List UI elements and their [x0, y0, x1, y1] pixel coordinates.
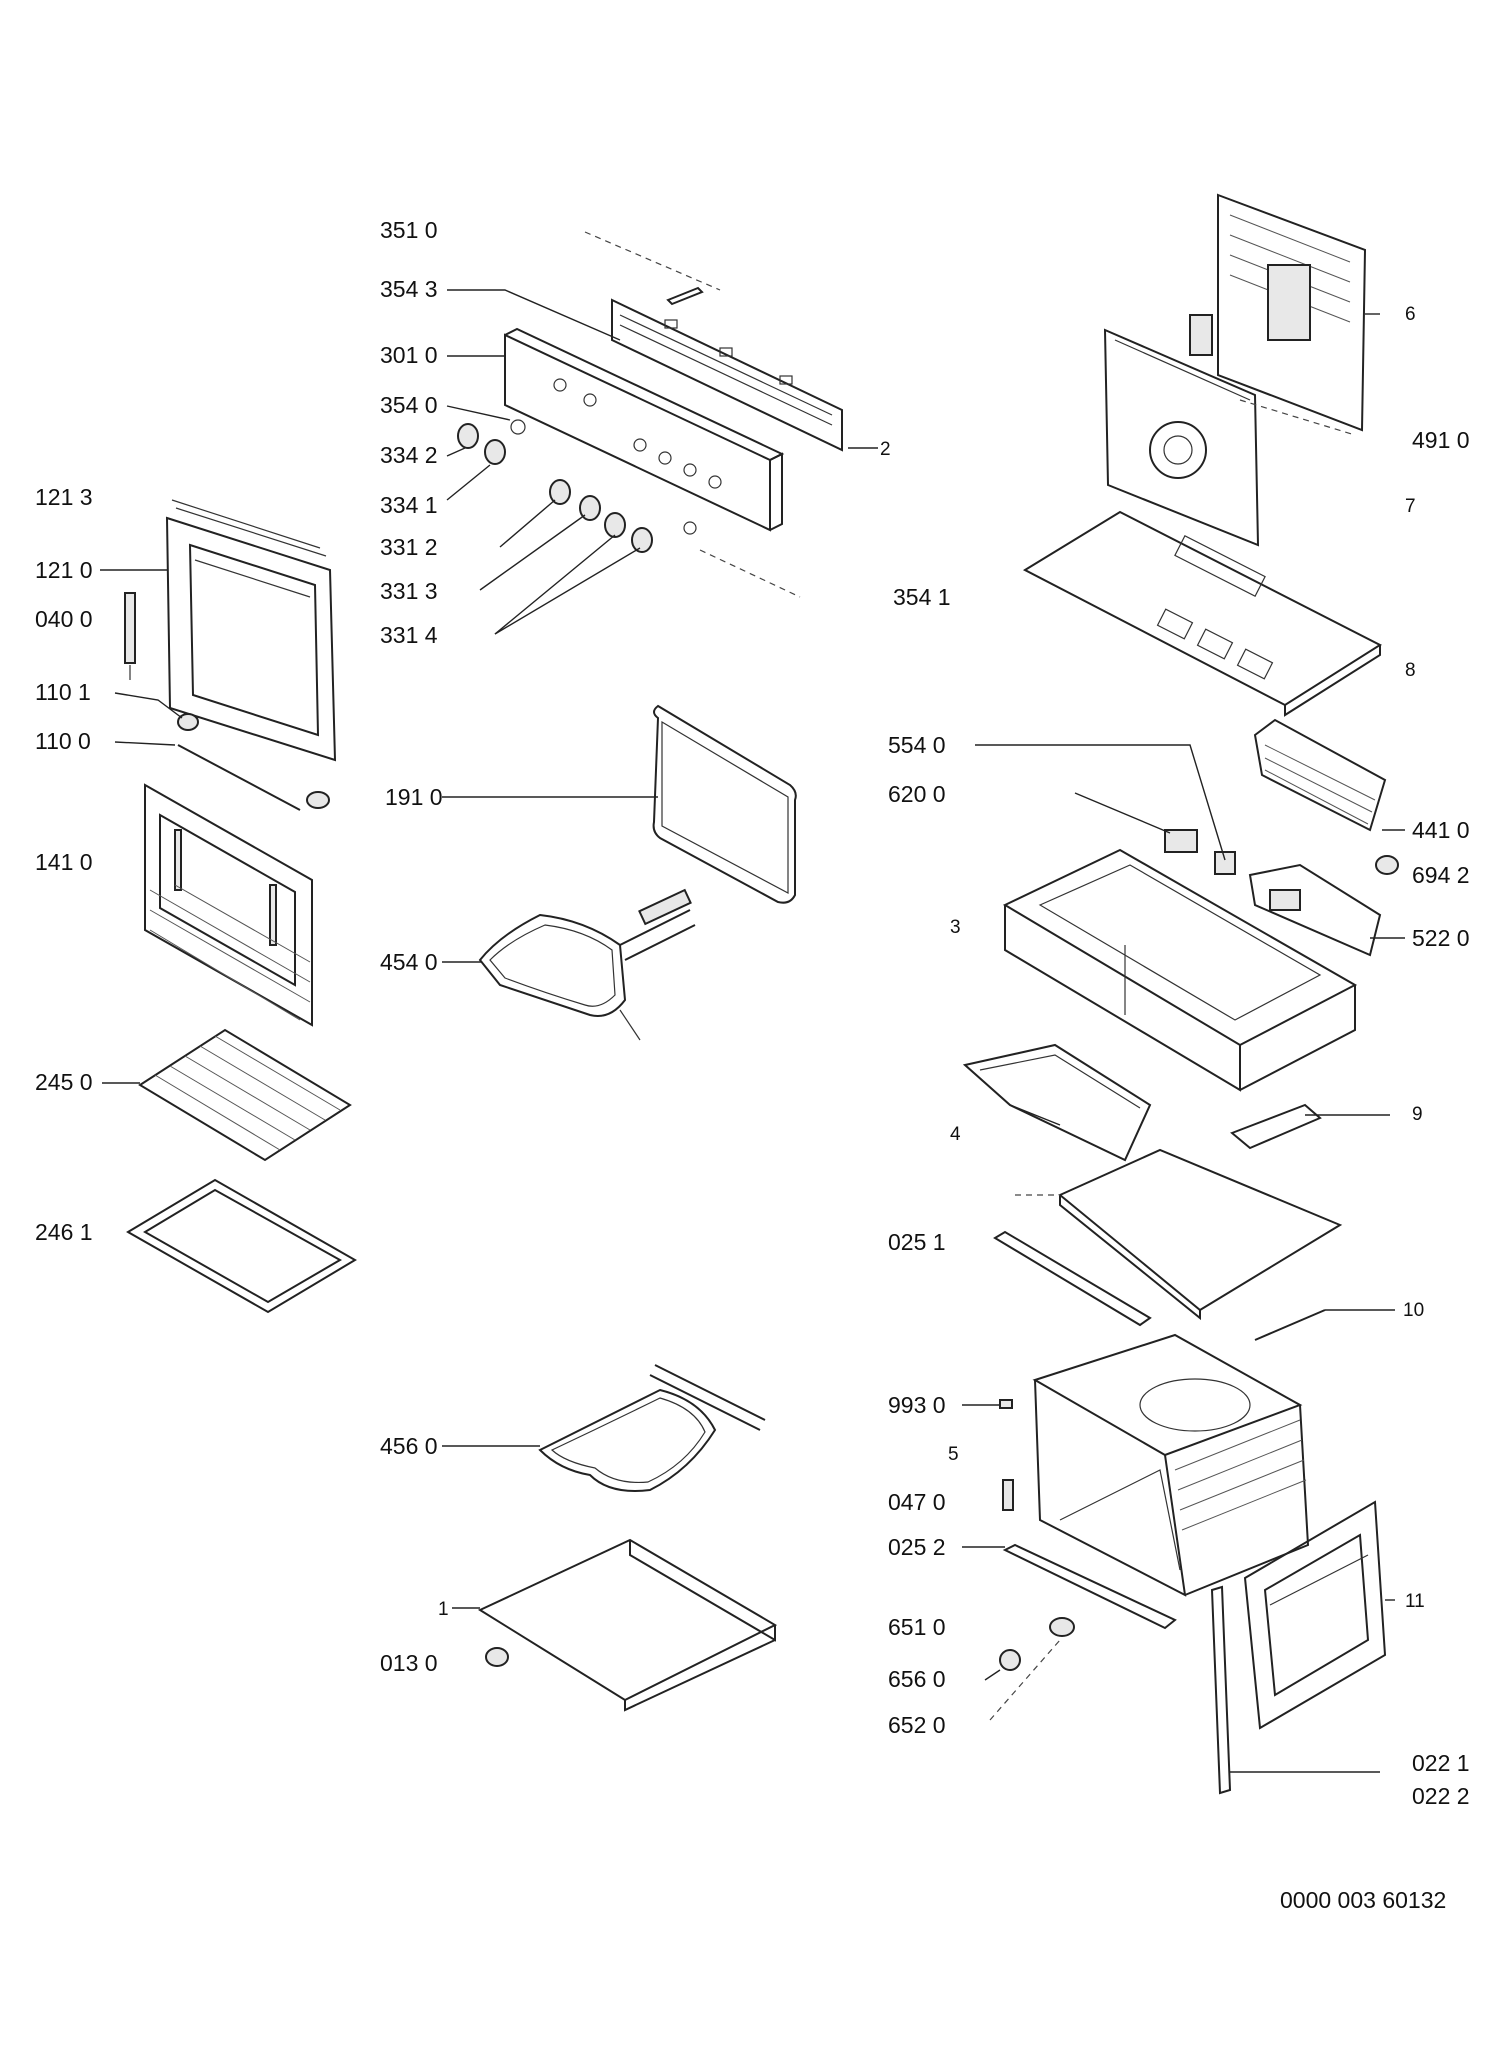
- part-354-3-panel-rear: [611, 298, 843, 452]
- part-246-1-baking-tray: [126, 1178, 357, 1314]
- label-351-0: 351 0: [380, 217, 438, 243]
- document-number: 0000 003 60132: [1280, 1887, 1446, 1913]
- part-10-rod: [1254, 1309, 1326, 1341]
- door-group: [124, 499, 357, 1314]
- label-651-0: 651 0: [888, 1614, 946, 1640]
- labels: 351 0 354 3 301 0 354 0 334 2 334 1 331 …: [35, 217, 1470, 1913]
- label-331-4: 331 4: [380, 622, 438, 648]
- label-441-0: 441 0: [1412, 817, 1470, 843]
- label-1: 1: [438, 1599, 449, 1620]
- label-246-1: 246 1: [35, 1219, 93, 1245]
- part-9-cover-small: [1230, 1103, 1322, 1150]
- label-245-0: 245 0: [35, 1069, 93, 1095]
- part-040-0-hinge: [124, 592, 136, 680]
- label-331-2: 331 2: [380, 534, 438, 560]
- label-013-0: 013 0: [380, 1650, 438, 1676]
- part-110-0-handle-rod: [177, 744, 330, 811]
- part-554-0-thermostat: [1214, 851, 1236, 875]
- label-652-0: 652 0: [888, 1712, 946, 1738]
- part-334-knobs: [457, 423, 506, 465]
- part-351-0-pin: [666, 286, 704, 306]
- label-993-0: 993 0: [888, 1392, 946, 1418]
- part-454-0-grill-element: [478, 888, 696, 1041]
- label-491-0: 491 0: [1412, 427, 1470, 453]
- part-354-0-knob-small: [510, 419, 526, 435]
- part-022-door-side: [1210, 1585, 1232, 1795]
- part-491-0-bracket: [1189, 314, 1213, 356]
- part-3-housing-tray: [1002, 848, 1358, 1092]
- part-5-oven-cavity: [1032, 1333, 1310, 1597]
- label-334-2: 334 2: [380, 442, 438, 468]
- label-354-0: 354 0: [380, 392, 438, 418]
- part-1-bottom-plate: [477, 1538, 778, 1712]
- part-656-0-lamp: [999, 1649, 1021, 1671]
- part-4-deflector: [962, 1043, 1152, 1162]
- label-454-0: 454 0: [380, 949, 438, 975]
- label-110-0: 110 0: [35, 728, 91, 754]
- part-7-fan-cover: [1103, 328, 1260, 547]
- part-013-0-foot: [485, 1647, 509, 1667]
- label-6: 6: [1405, 304, 1416, 325]
- part-245-0-wire-rack: [138, 1028, 352, 1162]
- part-141-0-door-glass: [144, 783, 313, 1027]
- control-panel-group: [457, 231, 843, 598]
- label-7: 7: [1405, 496, 1416, 517]
- label-656-0: 656 0: [888, 1666, 946, 1692]
- part-456-0-heating-element: [538, 1364, 766, 1492]
- label-620-0: 620 0: [888, 781, 946, 807]
- part-025-1-bottom-panel: [1015, 1148, 1343, 1321]
- label-022-2: 022 2: [1412, 1783, 1470, 1809]
- part-620-0-terminal: [1164, 829, 1198, 853]
- part-025-1-rail: [993, 1230, 1152, 1327]
- label-022-1: 022 1: [1412, 1750, 1470, 1776]
- label-191-0: 191 0: [385, 784, 443, 810]
- part-993-0-screw: [999, 1399, 1013, 1409]
- label-354-1: 354 1: [893, 584, 951, 610]
- part-8-top-cover: [1022, 510, 1383, 717]
- part-121-door-frame: [165, 499, 337, 762]
- part-191-0-gasket: [652, 704, 797, 904]
- label-110-1: 110 1: [35, 679, 91, 705]
- label-334-1: 334 1: [380, 492, 438, 518]
- control-panel-leaders: [446, 289, 878, 635]
- label-4: 4: [950, 1124, 961, 1145]
- label-3: 3: [950, 917, 961, 938]
- label-025-2: 025 2: [888, 1534, 946, 1560]
- part-047-0-clip: [1002, 1479, 1014, 1511]
- label-047-0: 047 0: [888, 1489, 946, 1515]
- part-651-0-lamp-holder: [1049, 1617, 1075, 1637]
- label-141-0: 141 0: [35, 849, 93, 875]
- part-441-0-fan-motor: [1253, 718, 1387, 832]
- part-694-2-capacitor: [1375, 855, 1399, 875]
- label-10: 10: [1403, 1300, 1424, 1321]
- label-025-1: 025 1: [888, 1229, 946, 1255]
- door-leaders: [100, 569, 183, 1084]
- part-301-0-control-panel: [504, 327, 785, 532]
- label-11: 11: [1405, 1591, 1425, 1612]
- label-554-0: 554 0: [888, 732, 946, 758]
- label-9: 9: [1412, 1104, 1423, 1125]
- part-522-0-switch-block: [1248, 863, 1382, 957]
- label-354-3: 354 3: [380, 276, 438, 302]
- label-331-3: 331 3: [380, 578, 438, 604]
- label-121-3: 121 3: [35, 484, 93, 510]
- part-025-2-front-rail: [1002, 1543, 1177, 1630]
- part-110-1-handle-cap: [177, 713, 199, 731]
- label-456-0: 456 0: [380, 1433, 438, 1459]
- part-331-knobs: [549, 479, 653, 553]
- label-8: 8: [1405, 660, 1416, 681]
- label-301-0: 301 0: [380, 342, 438, 368]
- label-694-2: 694 2: [1412, 862, 1470, 888]
- label-522-0: 522 0: [1412, 925, 1470, 951]
- label-040-0: 040 0: [35, 606, 93, 632]
- label-121-0: 121 0: [35, 557, 93, 583]
- part-11-inner-door: [1243, 1500, 1387, 1730]
- label-5: 5: [948, 1444, 959, 1465]
- part-6-back-panel: [1217, 193, 1367, 432]
- label-2: 2: [880, 439, 891, 460]
